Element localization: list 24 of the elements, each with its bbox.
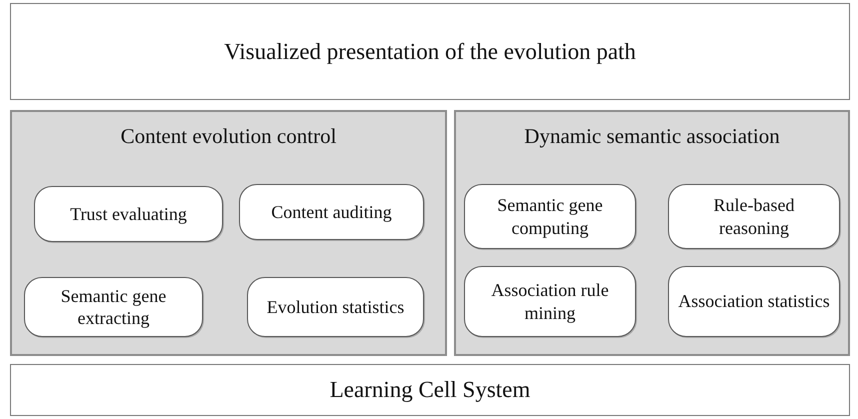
layer-title: Learning Cell System [330, 377, 530, 403]
module-panel [454, 110, 850, 356]
function-box [24, 277, 203, 337]
function-box [34, 186, 223, 242]
function-label: Rule-based reasoning [712, 194, 796, 239]
layer-box [10, 3, 850, 100]
function-box [668, 184, 840, 249]
function-label: Association statistics [677, 290, 831, 313]
function-box [464, 266, 636, 337]
function-label: Association rule mining [490, 279, 610, 324]
function-box [668, 266, 840, 337]
layer-title: Visualized presentation of the evolution path [224, 38, 636, 64]
function-label: Evolution statistics [266, 296, 406, 318]
function-box [464, 184, 636, 249]
function-label: Content auditing [270, 200, 393, 224]
module-panel [10, 110, 447, 356]
function-label: Trust evaluating [69, 202, 188, 226]
function-box [239, 184, 424, 240]
function-label: Semantic gene extracting [60, 284, 168, 330]
function-box [247, 277, 424, 337]
panel-title: Content evolution control [120, 124, 338, 149]
panel-title: Dynamic semantic association [523, 124, 781, 149]
layer-box [10, 364, 850, 416]
function-label: Semantic gene computing [496, 194, 604, 239]
